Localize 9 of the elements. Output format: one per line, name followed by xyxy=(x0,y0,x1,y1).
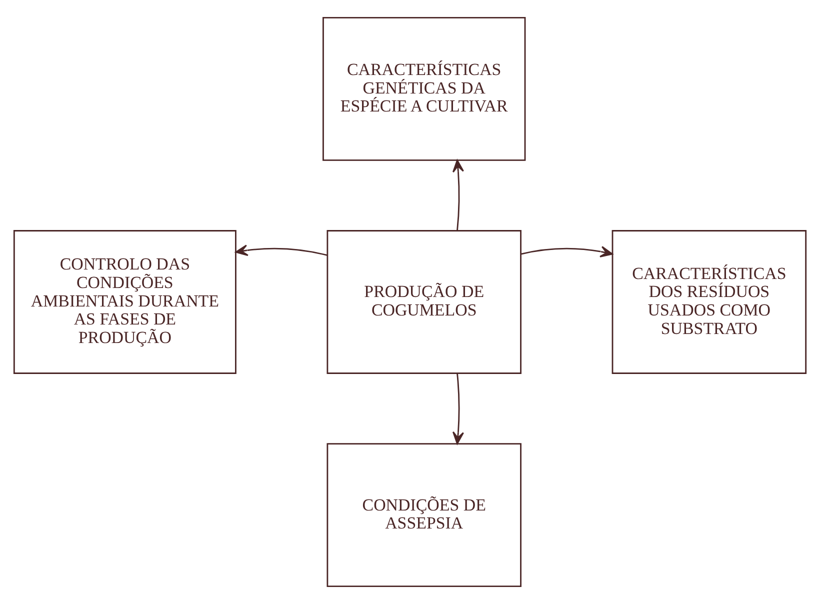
arrow xyxy=(235,244,328,256)
arrow xyxy=(520,246,613,257)
node-box: CONDIÇÕES DE ASSEPSIA xyxy=(326,442,522,587)
arrow xyxy=(452,372,464,444)
node-box: PRODUÇÃO DE COGUMELOS xyxy=(326,230,522,374)
arrow xyxy=(452,159,464,230)
node-box: CARACTERÍSTICAS DOS RESÍDUOS USADOS COMO SUBSTRATO xyxy=(612,230,807,374)
node-box: CONTROLO DAS CONDIÇÕES AMBIENTAIS DURANTE AS FASES DE PRODUÇÃO xyxy=(13,230,236,374)
node-box: CARACTERÍSTICAS GENÉTICAS DA ESPÉCIE A CULTIVAR xyxy=(322,16,526,160)
